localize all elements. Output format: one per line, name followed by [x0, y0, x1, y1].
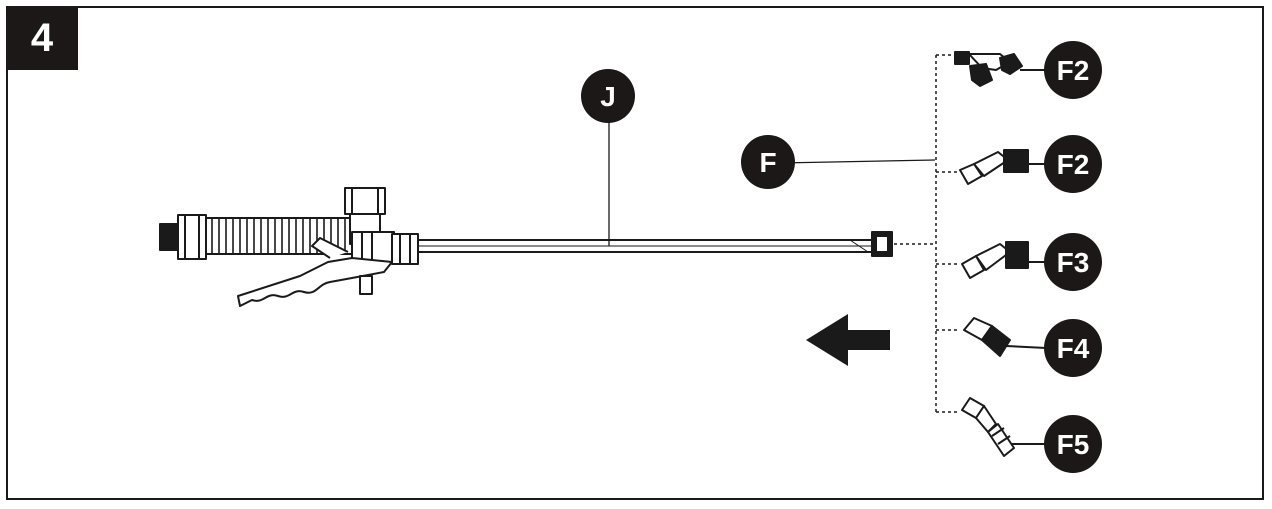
callout-double-nozzle: F2: [1044, 41, 1102, 99]
flat-nozzle-drawing: [963, 317, 1047, 357]
nozzle-set-leader-line: [779, 159, 936, 164]
step-number-badge: 4: [6, 6, 78, 70]
svg-text:J: J: [600, 81, 616, 112]
callout-lance: J: [581, 69, 635, 123]
angled-nozzle-drawing: [961, 397, 1046, 457]
callout-cone-nozzle: F3: [1044, 233, 1102, 291]
svg-text:F3: F3: [1057, 247, 1090, 278]
arrow-left-icon: [806, 314, 890, 366]
svg-text:F5: F5: [1057, 429, 1090, 460]
svg-text:F2: F2: [1057, 149, 1090, 180]
adjustable-nozzle-drawing: [959, 149, 1046, 185]
nozzle-bracket-dotted: [894, 54, 960, 413]
cone-nozzle-drawing: [961, 241, 1046, 279]
callout-angled-nozzle: F5: [1044, 415, 1102, 473]
callout-nozzle-set: F: [741, 135, 795, 189]
callout-flat-nozzle: F4: [1044, 319, 1102, 377]
double-nozzle-drawing: [954, 51, 1046, 87]
spray-gun-drawing: [159, 187, 893, 307]
svg-text:F: F: [759, 147, 776, 178]
leader-lines: [608, 112, 936, 246]
svg-text:F4: F4: [1057, 333, 1090, 364]
figure-frame: [6, 6, 1264, 500]
svg-text:F2: F2: [1057, 55, 1090, 86]
callout-adjustable-nozzle: F2: [1044, 135, 1102, 193]
